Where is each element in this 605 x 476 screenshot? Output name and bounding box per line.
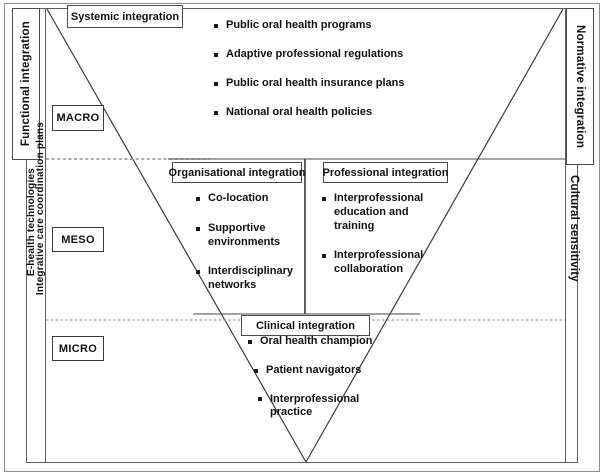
list-item: Interdisciplinary networks [196, 265, 306, 293]
list-item: Interprofessional practice [258, 393, 378, 421]
functional-integration-box: Functional integration [12, 8, 40, 160]
professional-integration-title-box: Professional integration [323, 162, 448, 183]
diagram-content-border [45, 8, 566, 463]
list-item: Co-location [196, 192, 306, 206]
clinical-integration-bullet-list: Oral health champion Patient navigators … [248, 335, 378, 435]
functional-integration-label: Functional integration [19, 21, 32, 147]
list-item: Oral health champion [248, 335, 378, 349]
cultural-sensitivity-label: Cultural sensitivity [568, 175, 581, 282]
list-item: Interprofessional education and training [322, 192, 434, 233]
list-item: Supportive environments [196, 222, 306, 250]
integrative-care-coordination-plans-label: Integrative care coordination plans [35, 122, 46, 296]
clinical-integration-title-box: Clinical integration [241, 315, 370, 336]
normative-integration-box: Normative integration [566, 8, 594, 165]
list-item: Public oral health programs [214, 19, 474, 31]
organisational-integration-title-box: Organisational integration [169, 162, 305, 183]
list-item: Interprofessional collaboration [322, 249, 434, 277]
figure-outer-border [4, 3, 600, 472]
list-item: Adaptive professional regulations [214, 48, 474, 60]
professional-integration-bullet-list: Interprofessional education and training… [322, 192, 434, 293]
level-box-meso: MESO [52, 227, 104, 252]
systemic-integration-title-box: Systemic integration [67, 5, 183, 28]
level-box-macro: MACRO [52, 105, 104, 131]
organisational-integration-bullet-list: Co-location Supportive environments Inte… [196, 192, 306, 309]
normative-integration-label: Normative integration [574, 24, 587, 149]
level-box-micro: MICRO [52, 336, 104, 361]
list-item: Patient navigators [254, 364, 378, 378]
systemic-integration-bullet-list: Public oral health programs Adaptive pro… [214, 19, 474, 135]
list-item: Public oral health insurance plans [214, 77, 474, 89]
list-item: National oral health policies [214, 106, 474, 118]
